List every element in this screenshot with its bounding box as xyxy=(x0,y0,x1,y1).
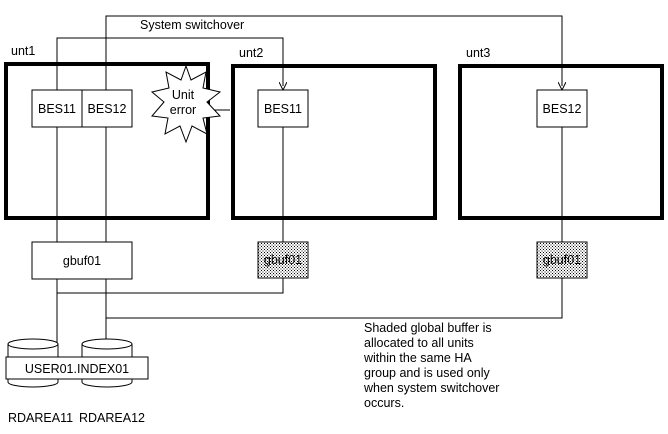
shaded-buffer-note: Shaded global buffer is allocated to all… xyxy=(363,321,499,410)
unit2-label: unt2 xyxy=(239,46,263,60)
gbuf01-label: gbuf01 xyxy=(63,254,101,268)
note-line: within the same HA xyxy=(363,351,472,365)
bes12-label-unit1: BES12 xyxy=(88,102,127,116)
bes11-box-unit1 xyxy=(31,89,83,128)
user01-label: USER01 xyxy=(25,362,74,376)
note-line: when system switchover xyxy=(363,381,499,395)
bes11-label-unit1: BES11 xyxy=(38,102,76,116)
database-label: USER01.INDEX01 xyxy=(25,362,129,376)
gbuf01-shaded-label-unit2: gbuf01 xyxy=(264,253,302,267)
gbuf01-shaded-unit3 xyxy=(536,241,588,279)
unit-error-line2: error xyxy=(170,103,196,117)
database-label-box xyxy=(5,356,149,380)
unit1-box xyxy=(4,62,210,220)
rdarea11-label: RDAREA11 xyxy=(8,411,73,425)
note-line: group and is used only xyxy=(364,366,491,380)
bes12-box-unit3 xyxy=(536,89,588,128)
unit3-label: unt3 xyxy=(466,46,490,60)
bes12-label-unit3: BES12 xyxy=(543,102,582,116)
gbuf01-buffer xyxy=(31,241,133,280)
gbuf01-shaded-label-unit3: gbuf01 xyxy=(543,253,581,267)
rdarea12-label: RDAREA12 xyxy=(79,411,145,425)
unit1-label: unt1 xyxy=(11,44,35,58)
database-separator: . xyxy=(74,362,77,376)
note-line: allocated to all units xyxy=(364,336,474,350)
bes12-box-unit1 xyxy=(81,89,133,128)
system-switchover-label: System switchover xyxy=(140,18,244,32)
switchover-line-bes12 xyxy=(105,15,562,90)
unit3-box xyxy=(458,64,664,220)
bes11-box-unit2 xyxy=(257,89,309,128)
bes11-label-unit2: BES11 xyxy=(264,102,302,116)
unit-error-starburst xyxy=(150,64,222,144)
note-line: Shaded global buffer is xyxy=(364,321,492,335)
gbuf01-shaded-unit2 xyxy=(257,241,309,279)
unit2-box xyxy=(231,64,437,220)
index01-label: INDEX01 xyxy=(77,362,129,376)
unit-error-line1: Unit xyxy=(172,88,195,102)
note-line: occurs. xyxy=(364,396,404,410)
